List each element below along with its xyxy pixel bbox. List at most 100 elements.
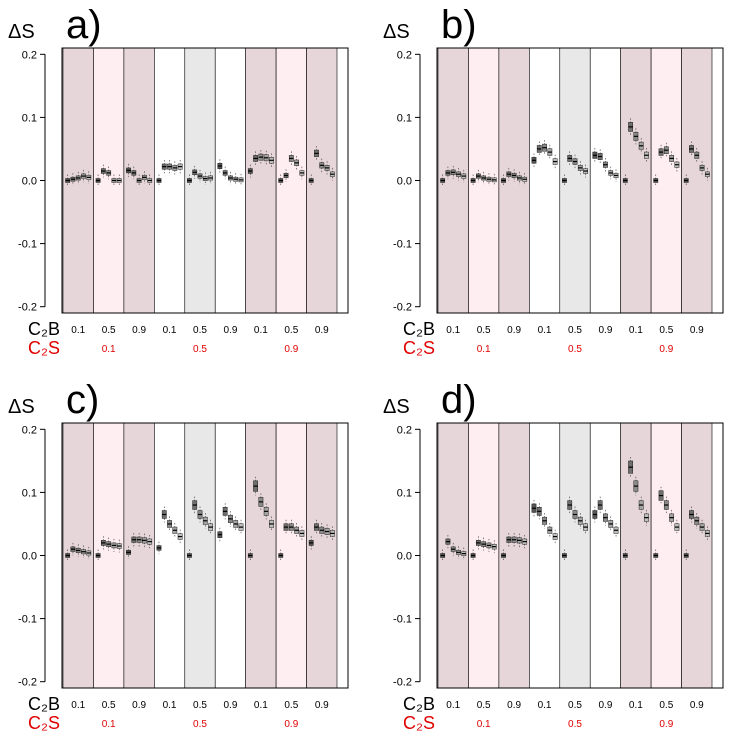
cb-tick-label: 0.1 [629, 700, 643, 711]
background-band [306, 422, 338, 689]
y-tick-label: -0.1 [393, 614, 412, 626]
y-tick-label: 0.0 [22, 551, 37, 563]
cs-row-label: C₂S [403, 713, 435, 733]
cs-tick-label: 0.5 [193, 719, 207, 730]
background-band [123, 422, 155, 689]
y-tick-label: 0.2 [22, 424, 37, 436]
cb-tick-label: 0.5 [284, 325, 298, 336]
cb-tick-label: 0.9 [223, 700, 237, 711]
cb-row-label: C₂B [28, 694, 60, 714]
cb-tick-label: 0.9 [315, 700, 329, 711]
cb-tick-label: 0.9 [598, 325, 612, 336]
cb-tick-label: 0.9 [223, 325, 237, 336]
plot-frame [61, 47, 349, 314]
cb-tick-label: 0.1 [629, 325, 643, 336]
cb-tick-label: 0.1 [446, 325, 460, 336]
cb-tick-label: 0.1 [71, 325, 85, 336]
y-tick-label: 0.2 [397, 424, 412, 436]
y-axis-label: ΔS [8, 21, 35, 43]
y-tick-label: 0.0 [397, 551, 412, 563]
background-band [589, 47, 621, 314]
cb-tick-label: 0.1 [538, 325, 552, 336]
cs-tick-label: 0.5 [193, 344, 207, 355]
cb-tick-label: 0.9 [132, 325, 146, 336]
cb-row-label: C₂B [403, 694, 435, 714]
cb-tick-label: 0.1 [163, 700, 177, 711]
y-tick-label: 0.1 [22, 112, 37, 124]
cb-tick-label: 0.5 [659, 700, 673, 711]
chart-panel: -0.2 -0.1 0.0 0.1 0.2 ΔS a) 0.1 0.5 0.9 0.1 0.5 0.9 0… [8, 3, 349, 358]
cs-row-label: C₂S [403, 338, 435, 358]
y-axis-label: ΔS [383, 21, 410, 43]
cb-tick-label: 0.9 [507, 700, 521, 711]
cb-tick-label: 0.5 [193, 700, 207, 711]
chart-panel: -0.2 -0.1 0.0 0.1 0.2 ΔS b) 0.1 0.5 0.9 0.1 0.5 0.9 0… [383, 3, 724, 358]
cb-tick-label: 0.9 [690, 700, 704, 711]
panel-letter: b) [441, 3, 477, 47]
background-band [529, 422, 561, 689]
cb-tick-label: 0.9 [132, 700, 146, 711]
y-tick-label: -0.2 [393, 677, 412, 689]
y-tick-label: 0.1 [397, 487, 412, 499]
y-axis-label: ΔS [8, 396, 35, 418]
cb-row-label: C₂B [403, 319, 435, 339]
cb-tick-label: 0.5 [102, 700, 116, 711]
cb-tick-label: 0.5 [568, 325, 582, 336]
cb-tick-label: 0.1 [71, 700, 85, 711]
background-band [245, 47, 277, 314]
y-tick-label: -0.2 [18, 302, 37, 314]
cb-tick-label: 0.9 [598, 700, 612, 711]
cb-tick-label: 0.5 [477, 325, 491, 336]
cb-tick-label: 0.1 [446, 700, 460, 711]
y-tick-label: -0.2 [18, 677, 37, 689]
cs-row-label: C₂S [28, 338, 60, 358]
y-tick-label: 0.1 [397, 112, 412, 124]
cb-tick-label: 0.5 [477, 700, 491, 711]
y-tick-label: -0.1 [18, 239, 37, 251]
panel-letter: d) [441, 378, 477, 422]
cb-tick-label: 0.9 [690, 325, 704, 336]
background-band [214, 422, 246, 689]
y-tick-label: 0.0 [397, 176, 412, 188]
plot-frame [436, 47, 724, 314]
cb-tick-label: 0.1 [163, 325, 177, 336]
y-tick-label: -0.2 [393, 302, 412, 314]
background-band [620, 47, 652, 314]
cb-tick-label: 0.1 [254, 700, 268, 711]
cs-tick-label: 0.5 [568, 719, 582, 730]
cb-row-label: C₂B [28, 319, 60, 339]
cb-tick-label: 0.9 [507, 325, 521, 336]
y-tick-label: 0.0 [22, 176, 37, 188]
cs-tick-label: 0.9 [659, 719, 673, 730]
cb-tick-label: 0.1 [538, 700, 552, 711]
cs-tick-label: 0.1 [102, 719, 116, 730]
plot-frame [436, 422, 724, 689]
y-tick-label: 0.2 [397, 49, 412, 61]
cb-tick-label: 0.5 [659, 325, 673, 336]
cs-tick-label: 0.9 [284, 719, 298, 730]
cb-tick-label: 0.9 [315, 325, 329, 336]
cs-tick-label: 0.9 [659, 344, 673, 355]
y-axis-label: ΔS [383, 396, 410, 418]
panel-letter: c) [66, 378, 99, 422]
cs-tick-label: 0.5 [568, 344, 582, 355]
cb-tick-label: 0.5 [568, 700, 582, 711]
cb-tick-label: 0.1 [254, 325, 268, 336]
cs-tick-label: 0.1 [477, 344, 491, 355]
plot-frame [61, 422, 349, 689]
background-band [154, 422, 186, 689]
y-tick-label: 0.1 [22, 487, 37, 499]
chart-panel: -0.2 -0.1 0.0 0.1 0.2 ΔS d) 0.1 0.5 0.9 0.1 0.5 0.9 0… [383, 378, 724, 733]
y-tick-label: 0.2 [22, 49, 37, 61]
y-tick-label: -0.1 [393, 239, 412, 251]
cs-row-label: C₂S [28, 713, 60, 733]
background-band [589, 422, 621, 689]
cs-tick-label: 0.1 [477, 719, 491, 730]
background-band [529, 47, 561, 314]
y-tick-label: -0.1 [18, 614, 37, 626]
panel-letter: a) [66, 3, 102, 47]
cs-tick-label: 0.1 [102, 344, 116, 355]
cb-tick-label: 0.5 [102, 325, 116, 336]
cb-tick-label: 0.5 [284, 700, 298, 711]
